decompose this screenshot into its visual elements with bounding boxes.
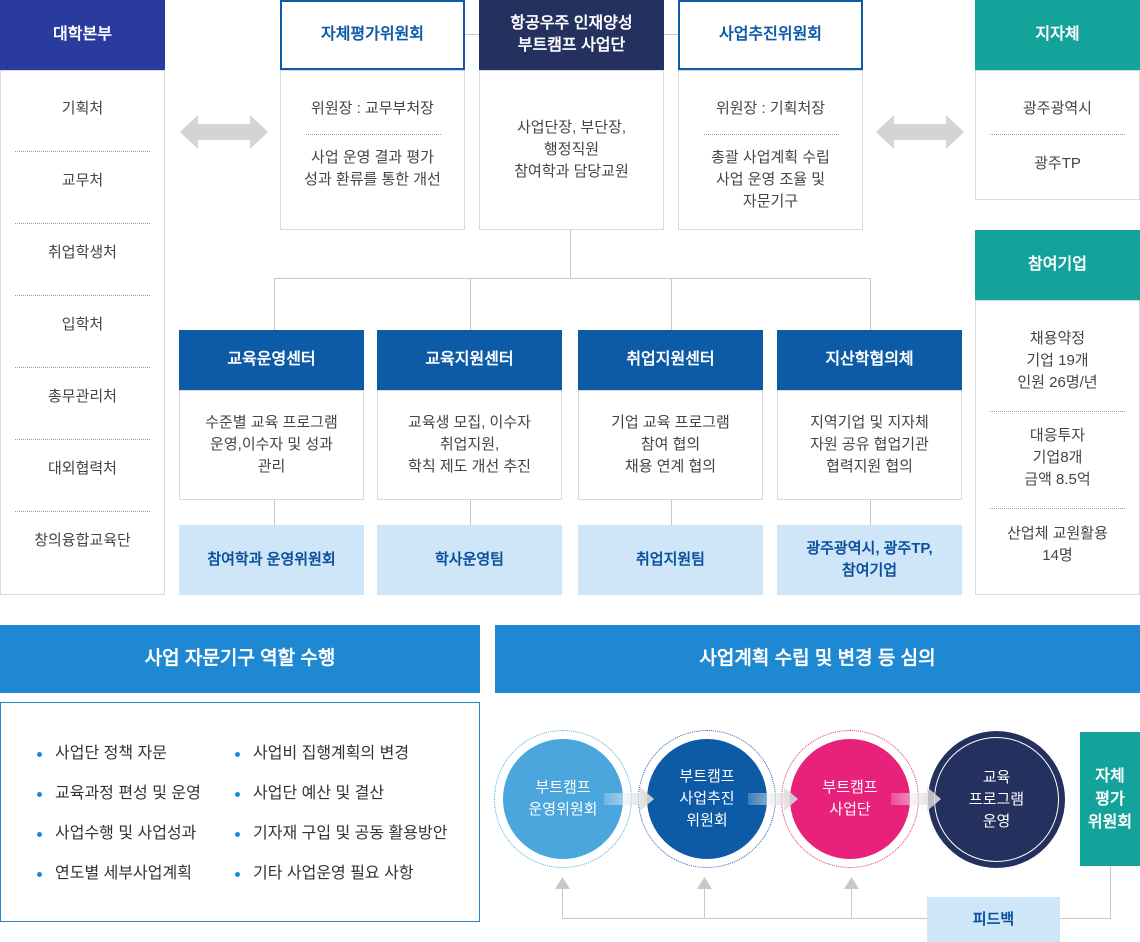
- self-eval-body: 위원장 : 교무부처장 사업 운영 결과 평가 성과 환류를 통한 개선: [280, 70, 465, 230]
- arrow-right-icon: [748, 787, 798, 811]
- self-eval-desc: 사업 운영 결과 평가 성과 환류를 통한 개선: [304, 149, 441, 188]
- univ-title: 대학본부: [0, 0, 165, 70]
- promo-title: 사업추진위원회: [678, 0, 863, 70]
- arrow-up-icon: [844, 877, 859, 889]
- arrow-right-icon: [604, 787, 654, 811]
- company-title: 참여기업: [975, 230, 1140, 300]
- promo-chair: 위원장 : 기획처장: [715, 100, 826, 117]
- self-eval-chair: 위원장 : 교무부처장: [311, 100, 434, 117]
- circle-operating-committee: 부트캠프 운영위원회: [503, 739, 623, 859]
- univ-item: 총무관리처: [47, 388, 117, 405]
- univ-item: 기획처: [61, 100, 104, 117]
- univ-item: 취업학생처: [47, 244, 117, 261]
- center-sub: 학사운영팀: [377, 525, 562, 595]
- circle-promotion-committee: 부트캠프 사업추진 위원회: [647, 739, 767, 859]
- list-item: 교육과정 편성 및 운영: [37, 784, 227, 824]
- main-body: 사업단장, 부단장, 행정직원 참여학과 담당교원: [479, 70, 664, 230]
- list-item: 사업수행 및 사업성과: [37, 824, 227, 864]
- center-title: 교육지원센터: [377, 330, 562, 390]
- univ-item: 창의융합교육단: [34, 532, 131, 549]
- local-title: 지자체: [975, 0, 1140, 70]
- univ-item: 대외협력처: [47, 460, 117, 477]
- double-arrow-icon: [876, 115, 964, 149]
- list-item: 기타 사업운영 필요 사항: [235, 864, 475, 904]
- circle-bootcamp-team: 부트캠프 사업단: [790, 739, 910, 859]
- center-title: 취업지원센터: [578, 330, 763, 390]
- arrow-right-icon: [891, 787, 941, 811]
- self-eval-box: 자체 평가 위원회: [1080, 732, 1140, 866]
- company-body: 채용약정 기업 19개 인원 26명/년 대응투자 기업8개 금액 8.5억 산…: [975, 300, 1140, 595]
- main-title: 항공우주 인재양성 부트캠프 사업단: [479, 0, 664, 70]
- univ-item: 입학처: [61, 316, 104, 333]
- center-sub: 참여학과 운영위원회: [179, 525, 364, 595]
- list-item: 사업비 집행계획의 변경: [235, 744, 475, 784]
- self-eval-title: 자체평가위원회: [280, 0, 465, 70]
- list-item: 사업단 예산 및 결산: [235, 784, 475, 824]
- feedback-label: 피드백: [927, 897, 1060, 942]
- arrow-up-icon: [697, 877, 712, 889]
- center-sub: 취업지원팀: [578, 525, 763, 595]
- advisory-title: 사업 자문기구 역할 수행: [0, 625, 480, 693]
- list-item: 기자재 구입 및 공동 활용방안: [235, 824, 475, 864]
- local-body: 광주광역시 광주TP: [975, 70, 1140, 200]
- list-item: 연도별 세부사업계획: [37, 864, 227, 904]
- center-title: 교육운영센터: [179, 330, 364, 390]
- double-arrow-icon: [180, 115, 268, 149]
- univ-item: 교무처: [61, 172, 104, 189]
- list-item: 사업단 정책 자문: [37, 744, 227, 784]
- plan-title: 사업계획 수립 및 변경 등 심의: [495, 625, 1140, 693]
- circle-program-operation: 교육 프로그램 운영: [928, 731, 1065, 868]
- promo-body: 위원장 : 기획처장 총괄 사업계획 수립 사업 운영 조율 및 자문기구: [678, 70, 863, 230]
- center-title: 지산학협의체: [777, 330, 962, 390]
- arrow-up-icon: [555, 877, 570, 889]
- center-sub: 광주광역시, 광주TP,참여기업: [777, 525, 962, 595]
